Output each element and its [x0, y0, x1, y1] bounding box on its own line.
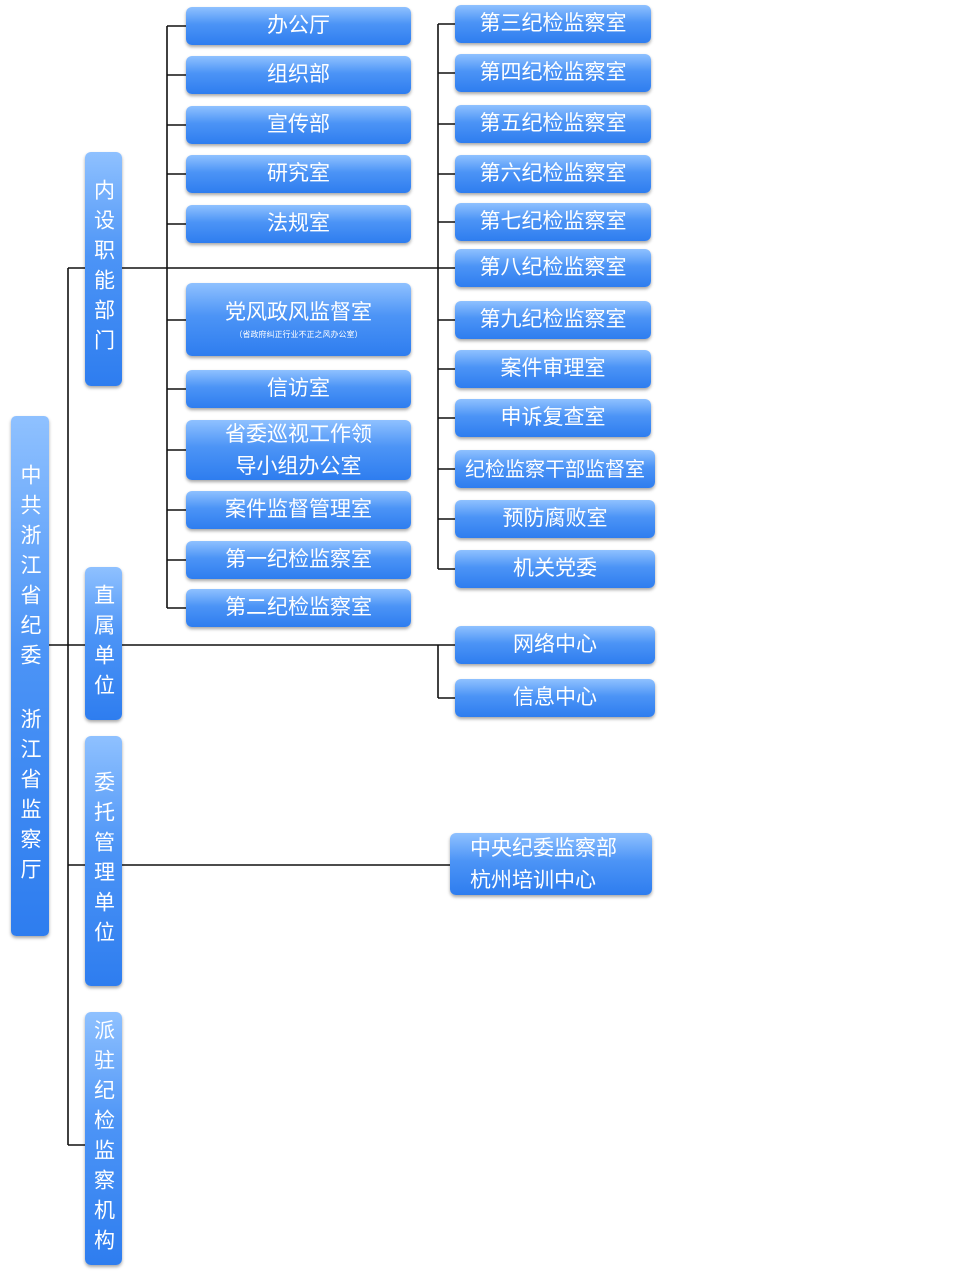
dept-box: 第九纪检监察室	[455, 301, 651, 339]
dept-label-line1: 省委巡视工作领	[225, 422, 372, 446]
dept-box-inspection-office: 省委巡视工作领 导小组办公室	[186, 420, 411, 480]
dept-box: 法规室	[186, 205, 411, 243]
dept-label: 第八纪检监察室	[479, 255, 627, 280]
dept-label: 信访室	[267, 376, 330, 401]
category-direct: 直属单位	[85, 567, 122, 720]
dept-sublabel: （省政府纠正行业不正之风办公室）	[234, 329, 363, 339]
dept-box: 预防腐败室	[455, 500, 655, 538]
dept-box: 第四纪检监察室	[455, 54, 651, 92]
dept-label: 第四纪检监察室	[479, 60, 627, 85]
dept-label: 法规室	[267, 211, 330, 236]
dept-label: 第五纪检监察室	[479, 111, 627, 136]
category-direct-label: 直属单位	[91, 583, 116, 704]
dept-box: 研究室	[186, 155, 411, 193]
entrusted-unit-line1: 中央纪委监察部	[470, 836, 617, 860]
dept-box: 第七纪检监察室	[455, 203, 651, 241]
dept-box: 第五纪检监察室	[455, 105, 651, 143]
dept-label: 宣传部	[267, 112, 330, 137]
dept-box: 第二纪检监察室	[186, 589, 411, 627]
entrusted-unit-line2: 杭州培训中心	[470, 868, 596, 892]
dept-label: 纪检监察干部监督室	[465, 457, 645, 481]
direct-unit-label: 信息中心	[513, 685, 597, 710]
entrusted-unit-box: 中央纪委监察部 杭州培训中心	[450, 833, 652, 895]
category-internal: 内设职能部门	[85, 152, 122, 386]
dept-label: 申诉复查室	[500, 405, 606, 430]
direct-unit-box: 网络中心	[455, 626, 655, 664]
dept-label: 第一纪检监察室	[225, 547, 372, 572]
dept-label: 办公厅	[267, 13, 330, 38]
dept-box: 宣传部	[186, 106, 411, 144]
direct-unit-box: 信息中心	[455, 679, 655, 717]
dept-box: 信访室	[186, 370, 411, 408]
dept-box: 案件审理室	[455, 350, 651, 388]
dept-box: 纪检监察干部监督室	[455, 450, 655, 488]
dept-label: 研究室	[267, 161, 330, 186]
dept-label: 第九纪检监察室	[479, 307, 627, 332]
direct-unit-label: 网络中心	[513, 632, 597, 657]
dept-box: 组织部	[186, 56, 411, 94]
dept-label: 案件监督管理室	[225, 497, 372, 522]
dept-label: 预防腐败室	[502, 506, 608, 531]
dept-box: 第八纪检监察室	[455, 249, 651, 287]
category-internal-label: 内设职能部门	[91, 179, 116, 359]
dept-label: 第二纪检监察室	[225, 595, 372, 620]
root-line1: 中共浙江省纪委	[18, 464, 42, 674]
category-dispatched: 派驻纪检监察机构	[85, 1012, 122, 1265]
category-dispatched-label: 派驻纪检监察机构	[91, 1018, 116, 1259]
dept-box-party-style: 党风政风监督室 （省政府纠正行业不正之风办公室）	[186, 283, 411, 356]
category-entrusted-label: 委托管理单位	[91, 771, 116, 951]
dept-label: 第六纪检监察室	[479, 161, 627, 186]
dept-box: 第一纪检监察室	[186, 541, 411, 579]
dept-label-line2: 导小组办公室	[235, 454, 362, 478]
dept-label: 组织部	[267, 62, 330, 87]
dept-box: 机关党委	[455, 550, 655, 588]
dept-label: 案件审理室	[500, 356, 606, 381]
category-entrusted: 委托管理单位	[85, 736, 122, 986]
dept-box: 申诉复查室	[455, 399, 651, 437]
dept-box: 办公厅	[186, 7, 411, 45]
dept-box: 第三纪检监察室	[455, 5, 651, 43]
dept-box: 第六纪检监察室	[455, 155, 651, 193]
root-line2: 浙江省监察厅	[18, 708, 42, 888]
dept-label: 第七纪检监察室	[479, 209, 627, 234]
dept-label: 党风政风监督室	[225, 299, 372, 324]
dept-label: 第三纪检监察室	[479, 11, 627, 36]
root-box: 中共浙江省纪委 浙江省监察厅	[11, 416, 49, 936]
dept-box: 案件监督管理室	[186, 491, 411, 529]
dept-label: 机关党委	[513, 556, 597, 581]
